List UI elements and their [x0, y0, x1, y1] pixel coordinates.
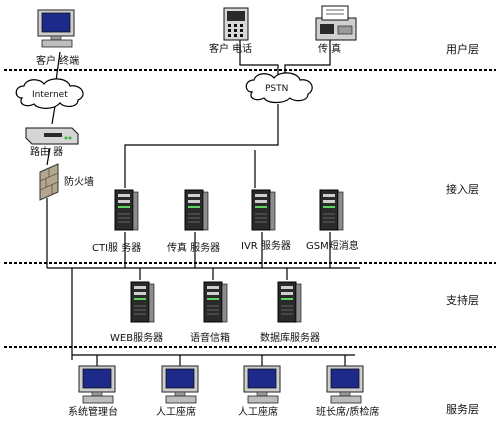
gsm-sms-label: GSM短消息 — [306, 241, 359, 252]
layer-label-support: 支持层 — [446, 294, 479, 307]
agent-2-pc-icon — [243, 365, 281, 404]
web-server-label: WEB服务器 — [110, 333, 164, 344]
admin-console-pc-icon — [78, 365, 116, 404]
ivr-server-icon — [251, 189, 276, 231]
db-server-label: 数据库服务器 — [260, 333, 320, 344]
supervisor-label: 班长席/质检席 — [316, 407, 380, 418]
ivr-server-label: IVR 服务器 — [241, 241, 291, 252]
fax-server-label: 传真 服务器 — [167, 243, 221, 254]
internet-cloud-icon — [15, 78, 84, 109]
agent-1-label: 人工座席 — [156, 407, 196, 418]
connections — [46, 40, 360, 366]
voice-mail-server-icon — [203, 281, 228, 323]
firewall-icon — [39, 163, 59, 201]
client-terminal-pc-icon — [37, 9, 75, 48]
agent-2-label: 人工座席 — [238, 407, 278, 418]
fax-server-icon — [184, 189, 209, 231]
pstn-cloud-icon — [245, 72, 313, 104]
internet-label: Internet — [32, 90, 68, 100]
supervisor-pc-icon — [326, 365, 364, 404]
admin-console-label: 系统管理台 — [68, 407, 118, 418]
router-icon — [25, 127, 79, 145]
web-server-icon — [130, 281, 155, 323]
fax-icon — [315, 5, 357, 41]
layer-label-access: 接入层 — [446, 183, 479, 196]
client-phone-label: 客户 电话 — [209, 44, 253, 55]
router-label: 路由 器 — [30, 147, 64, 158]
firewall-label: 防火墙 — [64, 177, 94, 188]
fax-label: 传 真 — [318, 44, 342, 55]
db-server-icon — [277, 281, 302, 323]
cti-server-icon — [114, 189, 139, 231]
pstn-label: PSTN — [265, 84, 289, 94]
layer-label-user: 用户层 — [446, 43, 479, 56]
client-terminal-label: 客户 终端 — [36, 56, 80, 67]
layer-label-service: 服务层 — [446, 403, 479, 416]
layer-dividers — [4, 69, 496, 348]
voice-mail-label: 语音信箱 — [190, 333, 230, 344]
gsm-sms-server-icon — [319, 189, 344, 231]
cti-server-label: CTI服 务器 — [92, 243, 142, 254]
client-phone-icon — [223, 7, 249, 41]
agent-1-pc-icon — [161, 365, 199, 404]
